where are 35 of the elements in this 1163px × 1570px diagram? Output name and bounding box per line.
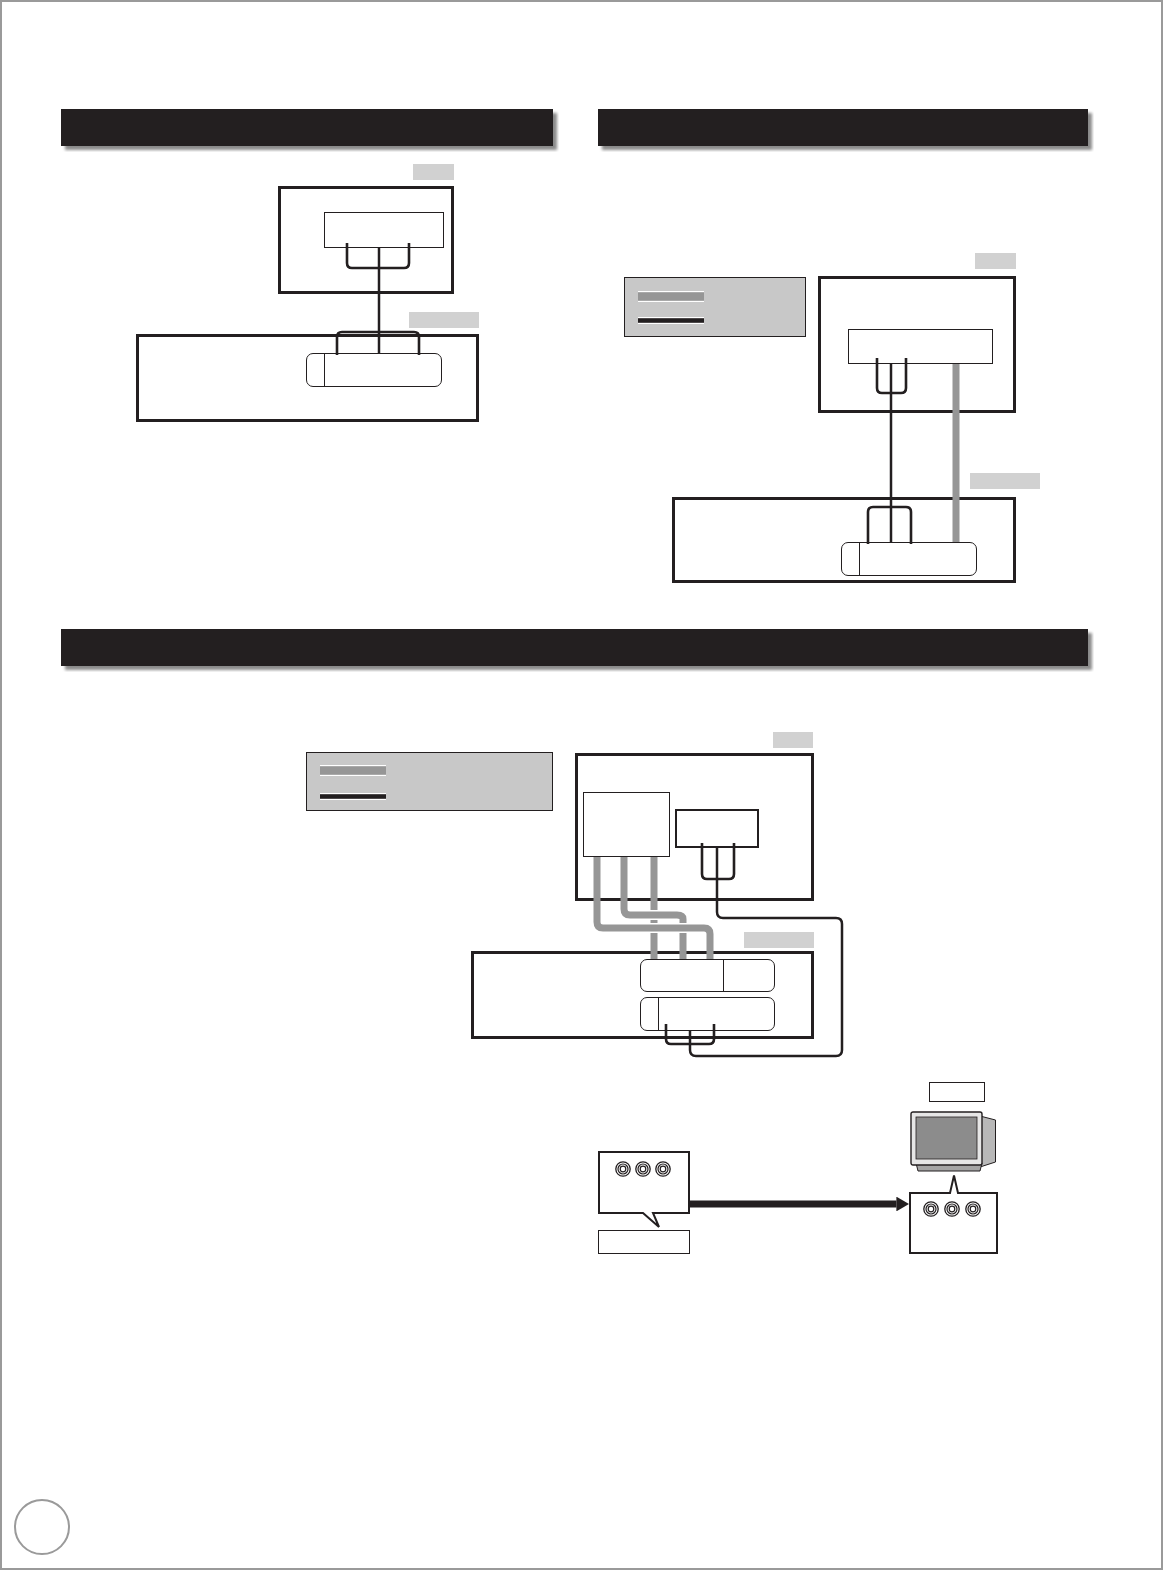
terminal-panel	[640, 997, 775, 1031]
legend-box	[306, 752, 553, 811]
page-number-circle	[14, 1499, 70, 1555]
terminal-panel	[848, 329, 993, 364]
terminal-panel	[675, 809, 759, 848]
arrow	[690, 1196, 909, 1212]
terminal-panel	[324, 212, 444, 248]
device-box	[278, 186, 454, 294]
header-bar	[61, 629, 1094, 672]
cable	[377, 248, 381, 353]
terminal-panel	[841, 542, 977, 576]
cable	[889, 364, 893, 542]
label-tag	[773, 732, 813, 748]
label-tag	[409, 312, 479, 328]
header-bar	[598, 109, 1094, 152]
device-box	[471, 951, 814, 1039]
label-tag	[929, 1082, 985, 1102]
label-tag	[413, 164, 454, 180]
terminal-panel	[306, 353, 442, 387]
terminal-panel	[583, 792, 670, 857]
label-tag	[744, 932, 814, 948]
speech-bubble	[598, 1151, 690, 1228]
label-tag	[970, 473, 1040, 489]
header-bar	[61, 109, 559, 152]
caption-box	[598, 1230, 690, 1254]
device-box	[818, 276, 1016, 413]
label-tag	[975, 253, 1016, 269]
device-box	[136, 334, 479, 422]
speech-bubble	[909, 1174, 998, 1254]
tv-drawing	[910, 1111, 997, 1172]
device-box	[672, 497, 1016, 583]
device-box	[575, 753, 814, 901]
cable	[688, 848, 844, 1058]
terminal-panel	[640, 959, 775, 992]
legend-box	[624, 277, 806, 337]
